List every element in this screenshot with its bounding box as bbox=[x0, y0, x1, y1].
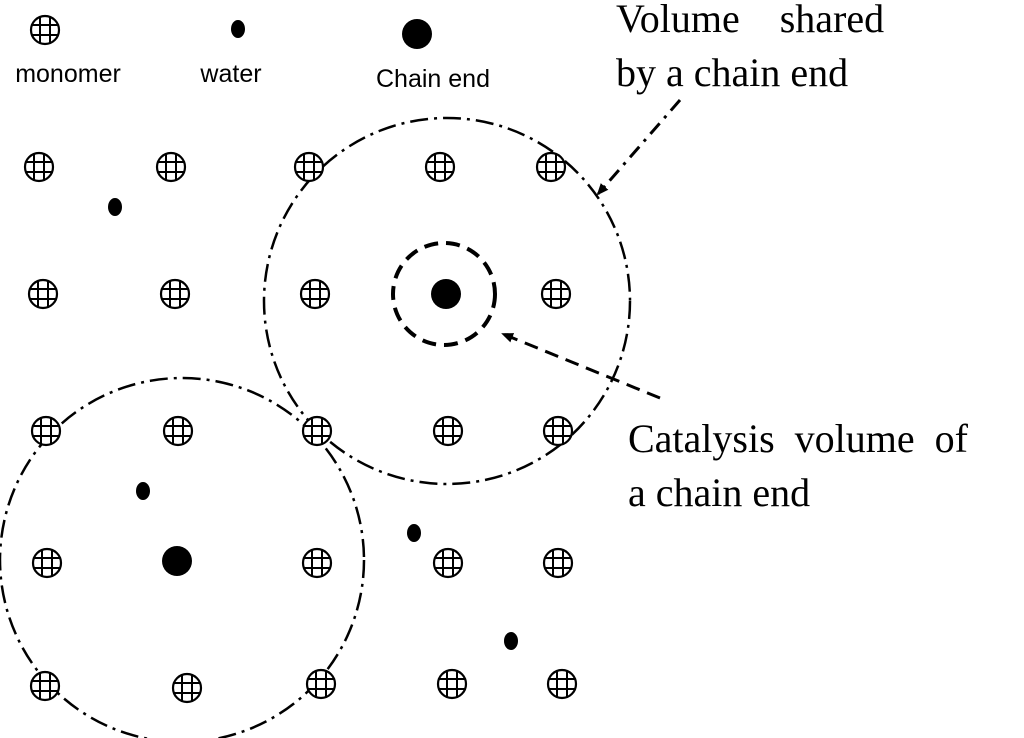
catalysis-volume-label-line2: a chain end bbox=[628, 470, 810, 515]
water-icon bbox=[504, 632, 518, 650]
legend-water-label: water bbox=[199, 60, 261, 88]
monomer-icon bbox=[159, 278, 191, 310]
catalysis-volume-arrow bbox=[501, 332, 661, 400]
monomer-icon bbox=[542, 547, 574, 579]
shared-volume-label-line1: Volume shared bbox=[616, 0, 884, 41]
legend-chain-end-label: Chain end bbox=[376, 65, 490, 93]
monomer-icon bbox=[31, 547, 63, 579]
monomer-icon bbox=[540, 278, 572, 310]
shared-volume-label-line2: by a chain end bbox=[616, 50, 848, 95]
monomer-icon bbox=[535, 151, 567, 183]
water-icon bbox=[407, 524, 421, 542]
shared-volume-circle-upper bbox=[262, 116, 632, 486]
catalysis-volume-label-line1: Catalysis volume of bbox=[628, 416, 969, 461]
legend-monomer-icon bbox=[29, 14, 61, 46]
legend-chain-end-icon bbox=[402, 19, 432, 49]
monomer-icon bbox=[305, 668, 337, 700]
chain-end-icon bbox=[162, 546, 192, 576]
monomer-icon bbox=[155, 151, 187, 183]
monomer-icon bbox=[432, 547, 464, 579]
legend: monomer water Chain end bbox=[15, 14, 490, 93]
chain-end-icon bbox=[431, 279, 461, 309]
monomer-icon bbox=[299, 278, 331, 310]
monomer-icon bbox=[23, 151, 55, 183]
monomer-icon bbox=[301, 415, 333, 447]
monomer-icon bbox=[162, 415, 194, 447]
monomer-icon bbox=[171, 672, 203, 704]
shared-volume-arrow bbox=[596, 99, 682, 196]
legend-monomer-label: monomer bbox=[15, 60, 121, 88]
monomer-icon bbox=[432, 415, 464, 447]
monomer-icon bbox=[301, 547, 333, 579]
monomer-icon bbox=[293, 151, 325, 183]
monomer-icon bbox=[29, 670, 61, 702]
monomer-grid bbox=[23, 151, 578, 704]
monomer-icon bbox=[436, 668, 468, 700]
monomer-icon bbox=[27, 278, 59, 310]
monomer-icon bbox=[542, 415, 574, 447]
water-molecules bbox=[108, 198, 518, 650]
monomer-icon bbox=[424, 151, 456, 183]
water-icon bbox=[136, 482, 150, 500]
catalysis-volume-circle bbox=[391, 241, 497, 347]
monomer-icon bbox=[30, 415, 62, 447]
monomer-icon bbox=[546, 668, 578, 700]
shared-volume-circle-lower bbox=[0, 376, 366, 738]
water-icon bbox=[108, 198, 122, 216]
legend-water-icon bbox=[231, 20, 245, 38]
